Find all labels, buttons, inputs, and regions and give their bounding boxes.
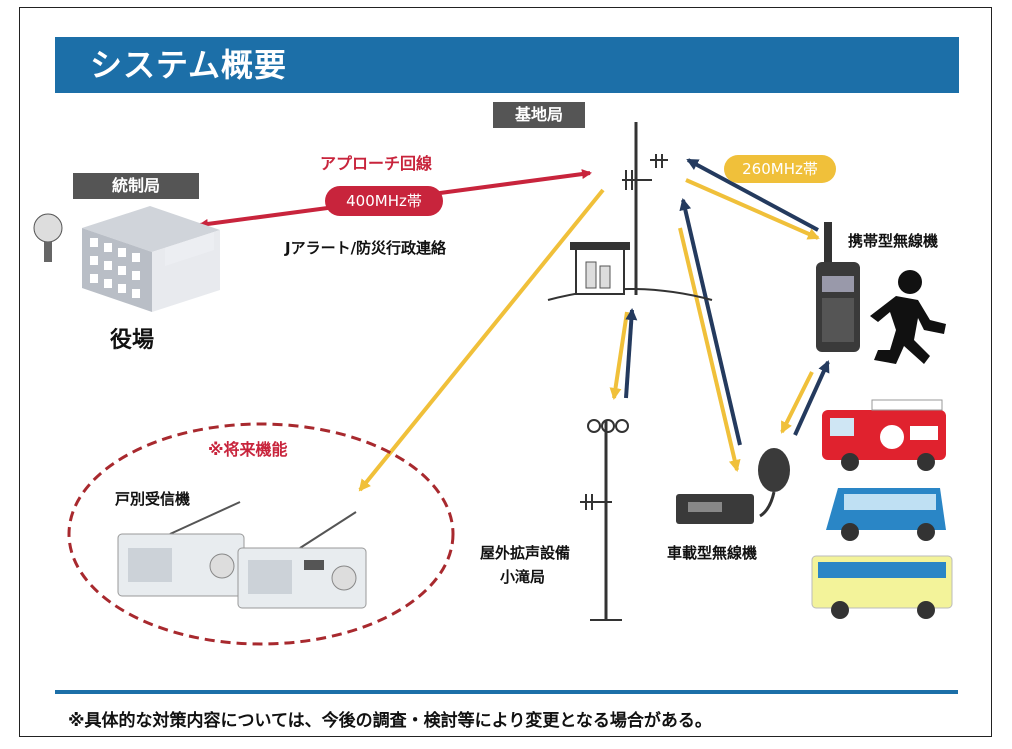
outdoor-speaker-label-2: 小滝局 <box>500 568 546 586</box>
home-receiver-label: 戸別受信機 <box>115 490 191 508</box>
arrow-to-vehicle <box>678 227 741 472</box>
arrow-from-speaker <box>624 308 638 399</box>
town-hall-building-icon <box>33 206 220 312</box>
town-hall-label: 役場 <box>110 328 155 353</box>
arrow-to-portable <box>685 178 820 240</box>
approach-line-label: アプローチ回線 <box>320 154 433 173</box>
van-icon <box>826 488 946 541</box>
freq-400-badge: 400MHz帯 <box>325 186 443 216</box>
future-function-ellipse <box>67 422 455 646</box>
future-function-label: ※将来機能 <box>208 440 288 459</box>
home-receiver-icon <box>117 501 367 609</box>
arrow-to-home-receiver <box>358 188 605 492</box>
arrow-from-portable <box>686 158 819 232</box>
arrow-vehicle-to-portable <box>793 360 830 436</box>
freq-260-badge: 260MHz帯 <box>724 155 836 183</box>
outdoor-speaker-label-1: 屋外拡声設備 <box>480 544 571 562</box>
footer-note: ※具体的な対策内容については、今後の調査・検討等により変更となる場合がある。 <box>68 711 712 731</box>
running-person-icon <box>870 270 946 364</box>
arrow-to-speaker <box>609 311 629 400</box>
arrow-vehicle-portable <box>780 371 814 434</box>
base-station-label: 基地局 <box>493 102 585 128</box>
base-station-tower-icon <box>547 122 713 301</box>
slide-frame <box>19 7 992 737</box>
footer-divider <box>55 690 958 694</box>
control-station-label: 統制局 <box>73 173 199 199</box>
arrow-from-vehicle <box>679 198 742 446</box>
vehicle-radio-label: 車載型無線機 <box>667 544 758 562</box>
bus-icon <box>811 555 953 619</box>
portable-radio-label: 携帯型無線機 <box>848 232 939 250</box>
vehicle-radio-icon <box>676 448 790 524</box>
portable-radio-icon <box>816 222 860 352</box>
title-bar <box>55 37 959 93</box>
outdoor-speaker-tower-icon <box>580 419 629 621</box>
page-title: システム概要 <box>90 46 288 84</box>
alert-text-label: Jアラート/防災行政連絡 <box>285 239 447 257</box>
fire-truck-icon <box>822 399 946 471</box>
